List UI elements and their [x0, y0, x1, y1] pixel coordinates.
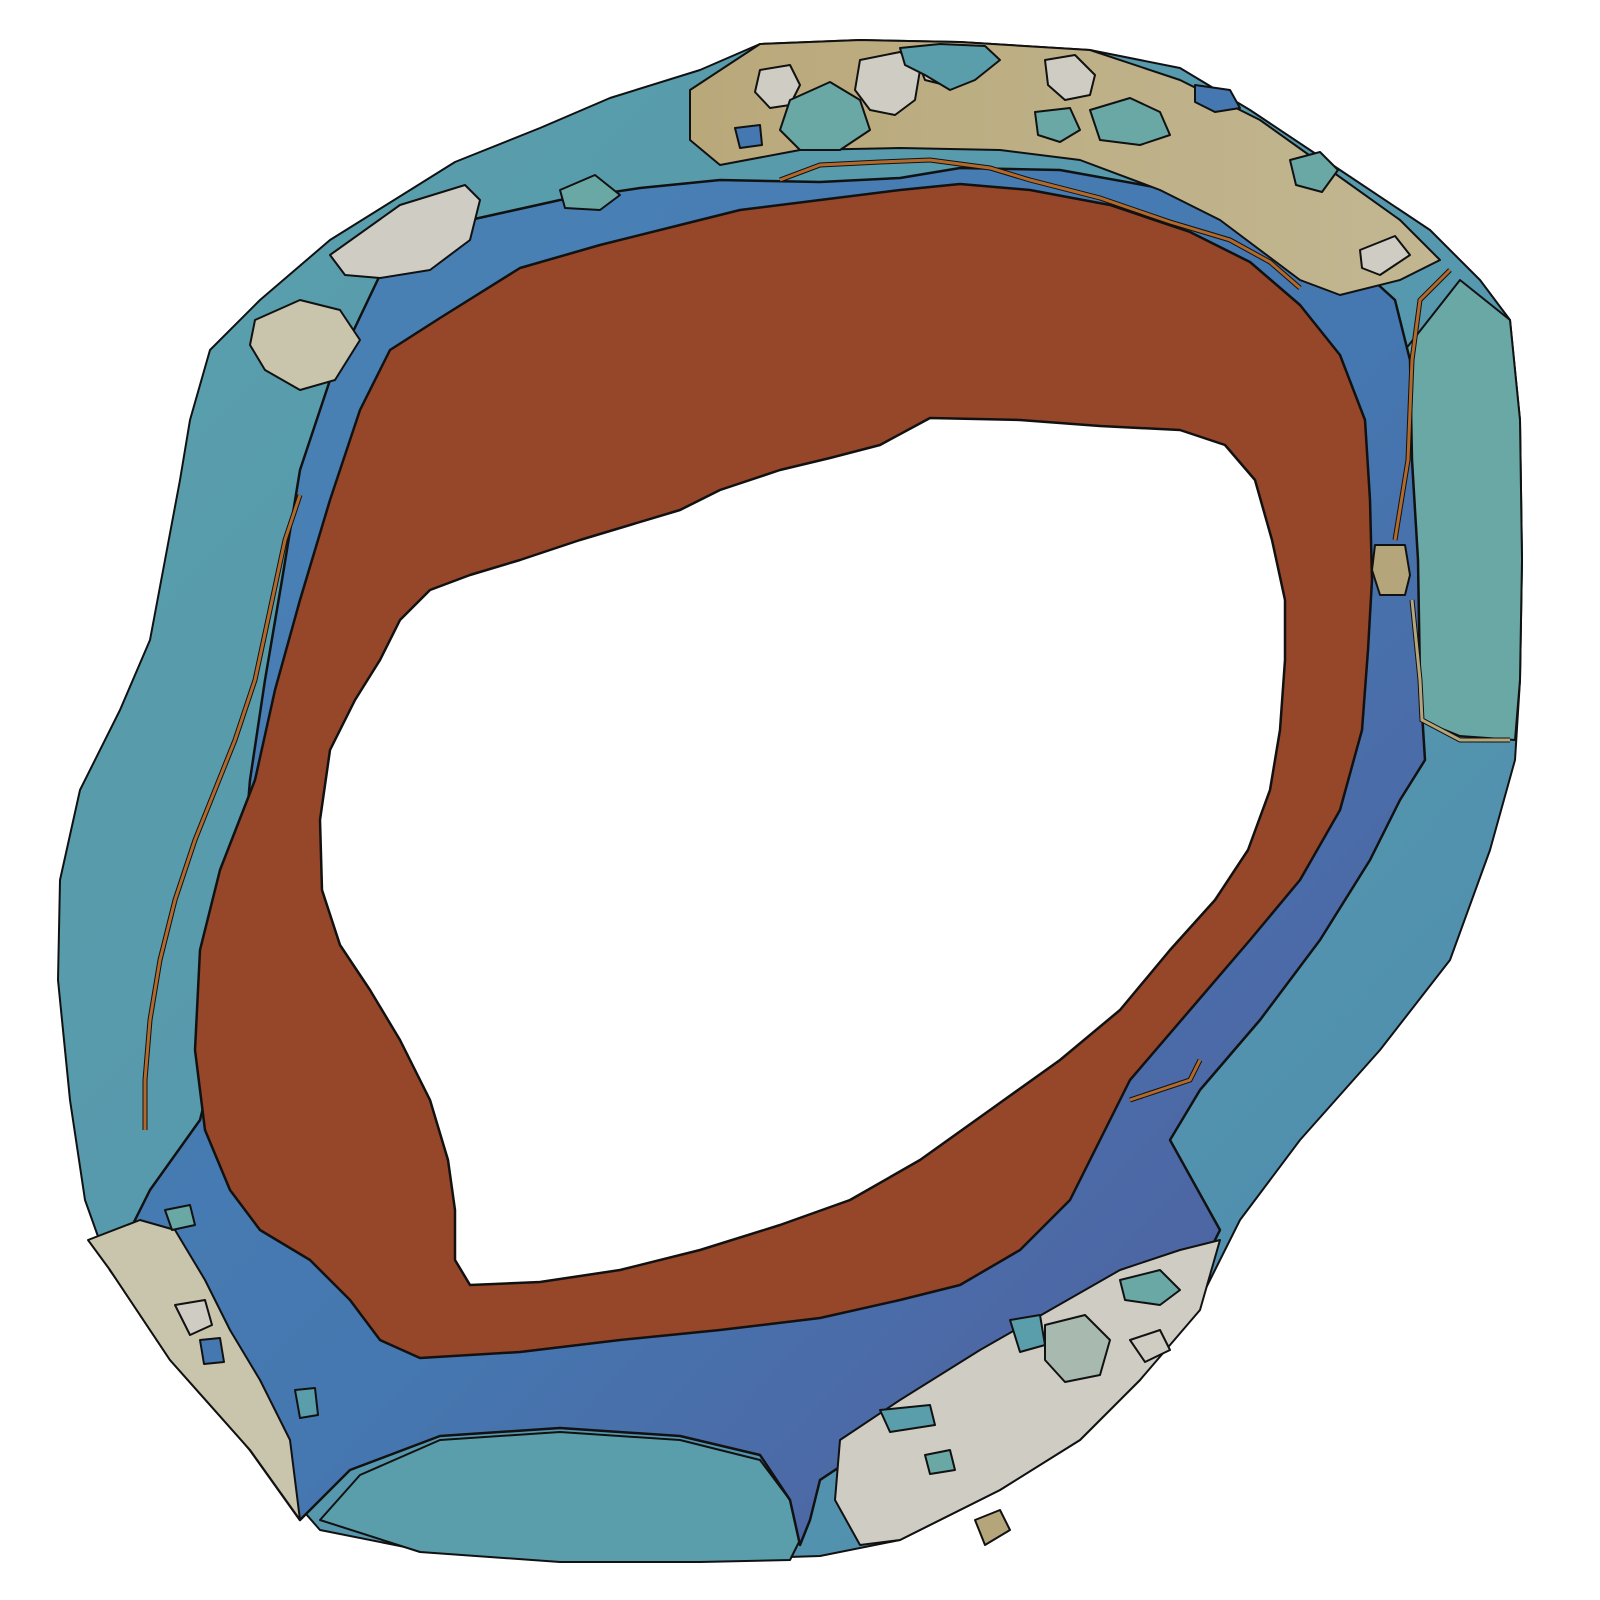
cell — [779, 81, 871, 151]
cell — [1034, 107, 1081, 143]
cell — [1044, 54, 1096, 101]
cell — [164, 1204, 196, 1231]
cell — [1119, 1269, 1181, 1306]
bottom-left-cluster-cells — [87, 1204, 319, 1521]
vessel-lines — [142, 157, 1510, 1130]
outer-tissue-right-region — [1404, 279, 1523, 741]
cell — [294, 1387, 319, 1419]
cell — [974, 1509, 1011, 1546]
cell — [1289, 151, 1339, 193]
cell — [174, 1299, 213, 1336]
vessel-line — [143, 494, 302, 1130]
cell — [199, 1337, 225, 1365]
cluster-band — [87, 1219, 301, 1521]
left-cluster-cells — [249, 174, 621, 391]
vessel-line — [1129, 1059, 1202, 1102]
cell — [1359, 235, 1411, 276]
cell — [879, 1404, 936, 1433]
cell — [249, 299, 361, 391]
vessel-line — [779, 158, 1301, 290]
cell — [559, 174, 621, 211]
cell — [924, 1449, 956, 1475]
cell — [1129, 1329, 1171, 1363]
lumen-region — [318, 416, 1287, 1287]
vessel-line — [1393, 268, 1452, 541]
cell — [1371, 544, 1411, 596]
cell — [1044, 1314, 1111, 1383]
cell — [1009, 1314, 1046, 1353]
top-cluster-cells — [734, 43, 1411, 596]
cell — [1089, 97, 1171, 146]
vessel-line — [1410, 599, 1510, 742]
cell — [899, 43, 1001, 91]
cell — [329, 184, 481, 279]
bottom-right-cluster-cells — [834, 1239, 1221, 1546]
cell — [1194, 84, 1241, 113]
cell — [734, 124, 763, 149]
